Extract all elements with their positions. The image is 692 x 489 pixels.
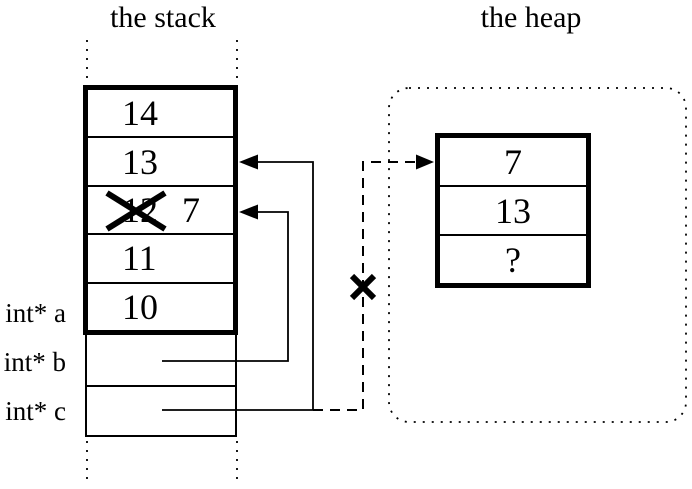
dangling-pointer-dashed-line [313, 161, 416, 411]
heap-title: the heap [480, 1, 582, 34]
stack-cell: 13 [88, 136, 233, 184]
heap-cell-value: 7 [504, 141, 522, 182]
stack-cell: 11 [88, 233, 233, 281]
pointer-label-c: int* c [5, 396, 66, 426]
invalid-pointer-x-icon [349, 273, 377, 301]
stack-cell: 10 [88, 281, 233, 330]
arrowhead-left-icon [239, 204, 258, 220]
stack-cell-value: 10 [122, 286, 158, 327]
pointer-cells [85, 335, 237, 437]
heap-box: 7 13 ? [435, 133, 591, 288]
heap-cell: 13 [440, 185, 586, 234]
arrowhead-right-icon [416, 154, 434, 170]
heap-cell: ? [440, 234, 586, 283]
heap-cell-value: ? [505, 239, 521, 280]
heap-cell: 7 [440, 138, 586, 185]
stack-cell-value: 13 [122, 141, 158, 182]
arrowhead-left-icon [239, 154, 258, 170]
stack-cell-crossed: 12 7 [88, 184, 233, 233]
stack-box: 14 13 12 7 11 10 [83, 85, 238, 335]
crossed-out-value: 12 [122, 190, 158, 231]
stack-cell-value: 11 [122, 238, 157, 279]
stack-cell-value: 14 [122, 93, 158, 134]
pointer-label-a: int* a [5, 298, 66, 328]
stack-cell: 14 [88, 90, 233, 136]
stack-title: the stack [110, 1, 216, 34]
heap-cell-value: 13 [495, 190, 531, 231]
updated-value: 7 [182, 190, 200, 231]
pointer-cells-divider [87, 385, 235, 387]
pointer-label-b: int* b [3, 347, 66, 377]
